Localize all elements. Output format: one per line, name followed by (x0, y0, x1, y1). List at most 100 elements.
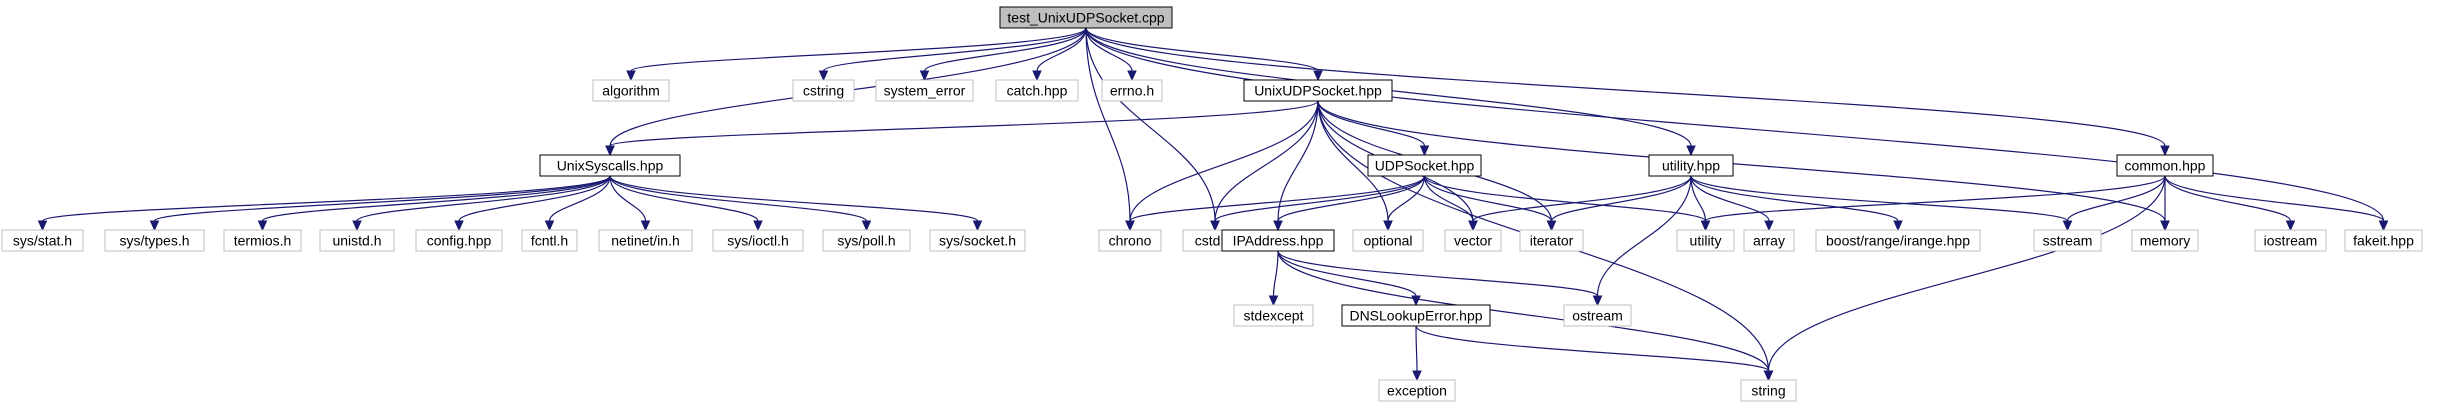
node-array: array (1743, 229, 1795, 252)
node-test-unixudpsocket-cpp[interactable]: test_UnixUDPSocket.cpp (999, 6, 1173, 29)
node-label: termios.h (234, 233, 292, 249)
node-system-error: system_error (875, 79, 974, 102)
edge-common-to-sstream (2066, 175, 2166, 222)
node-netinet-in-h: netinet/in.h (598, 229, 693, 252)
node-box (2116, 154, 2214, 177)
node-ipaddress-hpp[interactable]: IPAddress.hpp (1221, 229, 1335, 252)
node-boost-range-irange-hpp: boost/range/irange.hpp (1815, 229, 1981, 252)
edge-root-to-chrono (1085, 27, 1131, 222)
node-label: stdexcept (1244, 308, 1304, 324)
node-label: fakeit.hpp (2353, 233, 2414, 249)
arrowhead (1210, 220, 1220, 232)
node-cstring: cstring (792, 79, 855, 102)
node-label: fcntl.h (531, 233, 568, 249)
arrowhead (1411, 295, 1421, 307)
node-label: vector (1454, 233, 1492, 249)
edge-utility_hpp-to-array (1690, 175, 1770, 222)
node-label: common.hpp (2125, 158, 2206, 174)
node-dnslookuperror-hpp[interactable]: DNSLookupError.hpp (1341, 304, 1491, 327)
edge-unixsys-to-socket (609, 175, 979, 222)
edge-root-to-cstdint (1085, 27, 1216, 222)
node-box (1676, 229, 1735, 252)
node-utility-hpp[interactable]: utility.hpp (1648, 154, 1734, 177)
edge-udpsock-to-iterator (1423, 175, 1553, 222)
node-box (875, 79, 974, 102)
edge-utility_hpp-to-sstream (1690, 175, 2069, 222)
node-box (2254, 229, 2327, 252)
arrowhead (2160, 145, 2170, 157)
node-iterator: iterator (1519, 229, 1584, 252)
edge-utility_hpp-to-utility (1690, 175, 1707, 222)
node-common-hpp[interactable]: common.hpp (2116, 154, 2214, 177)
edge-udpsock-to-optional (1387, 175, 1426, 222)
edge-utility_hpp-to-ostream (1596, 175, 1692, 297)
edge-root-to-catch (1036, 27, 1087, 72)
node-box (1101, 79, 1163, 102)
node-box (1444, 229, 1502, 252)
edge-common-to-fakeit (2164, 175, 2385, 222)
node-fakeit-hpp: fakeit.hpp (2344, 229, 2423, 252)
node-box (104, 229, 205, 252)
arrowhead (257, 220, 268, 232)
arrowhead (919, 70, 930, 82)
node-layer: test_UnixUDPSocket.cpp algorithm cstring sy… (1, 6, 2423, 402)
edge-utility_hpp-to-vector (1472, 175, 1692, 222)
node-label: algorithm (602, 83, 660, 99)
node-box (2131, 229, 2199, 252)
node-label: sys/ioctl.h (727, 233, 788, 249)
node-utility: utility (1676, 229, 1735, 252)
node-catch-hpp: catch.hpp (995, 79, 1079, 102)
node-box (521, 229, 578, 252)
arrowhead (1273, 220, 1283, 232)
node-unixsyscalls-hpp[interactable]: UnixSyscalls.hpp (539, 154, 681, 177)
arrowhead (1412, 370, 1422, 382)
edge-dnserr-to-exception (1415, 325, 1418, 372)
edge-root-to-cstring (822, 27, 1087, 72)
edge-unixsys-to-ioctl (609, 175, 759, 222)
node-label: unistd.h (332, 233, 381, 249)
node-sys-socket-h: sys/socket.h (929, 229, 1026, 252)
node-errno-h: errno.h (1101, 79, 1163, 102)
node-label: iostream (2264, 233, 2318, 249)
edge-root-to-system_error (923, 27, 1087, 72)
edge-ipaddr-to-ostream (1277, 250, 1599, 297)
node-algorithm: algorithm (592, 79, 670, 102)
arrowhead (605, 145, 615, 157)
node-sstream: sstream (2033, 229, 2102, 252)
edge-udpsock-to-ipaddr (1277, 175, 1426, 222)
node-box (929, 229, 1026, 252)
node-label: config.hpp (427, 233, 492, 249)
node-box (1378, 379, 1456, 402)
node-exception: exception (1378, 379, 1456, 402)
edge-unixsys-to-config (458, 175, 611, 222)
edge-unixsys-to-types (153, 175, 611, 222)
arrowhead (972, 220, 983, 232)
node-sys-types-h: sys/types.h (104, 229, 205, 252)
node-box (995, 79, 1079, 102)
arrowhead (2160, 220, 2170, 232)
node-box (2033, 229, 2102, 252)
node-box (539, 154, 681, 177)
edge-ipaddr-to-dnserr (1277, 250, 1417, 297)
arrowhead (1125, 220, 1135, 232)
arrowhead (1032, 70, 1042, 82)
node-box (1, 229, 84, 252)
edge-utility_hpp-to-irange (1690, 175, 1899, 222)
node-box (415, 229, 503, 252)
node-label: netinet/in.h (611, 233, 680, 249)
node-label: IPAddress.hpp (1233, 233, 1324, 249)
arrowhead (1419, 145, 1430, 157)
node-box (1098, 229, 1162, 252)
edge-udpsock-to-cstdint (1214, 175, 1426, 222)
node-stdexcept: stdexcept (1233, 304, 1314, 327)
node-unixudpsocket-hpp[interactable]: UnixUDPSocket.hpp (1243, 79, 1393, 102)
node-label: DNSLookupError.hpp (1349, 308, 1482, 324)
node-string: string (1740, 379, 1797, 402)
node-box (1367, 154, 1482, 177)
node-box (792, 79, 855, 102)
node-label: ostream (1572, 308, 1623, 324)
node-udpsocket-hpp[interactable]: UDPSocket.hpp (1367, 154, 1482, 177)
node-box (1243, 79, 1393, 102)
edge-common-to-utility (1704, 175, 2166, 222)
